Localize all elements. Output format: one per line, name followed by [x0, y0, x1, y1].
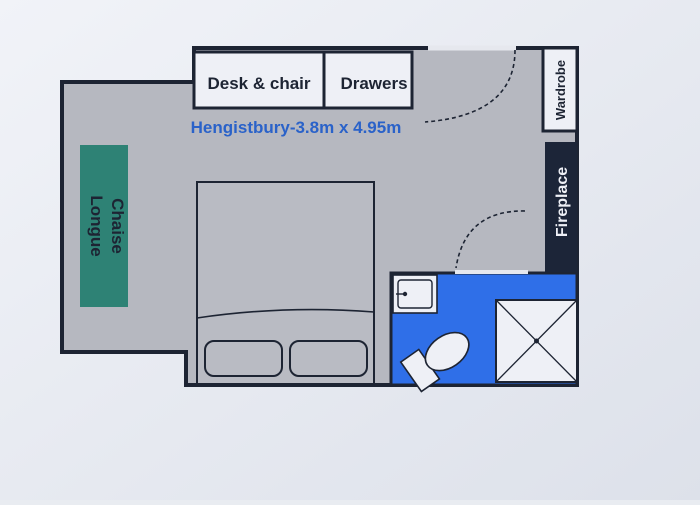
bathroom-door-swing: [455, 210, 526, 269]
sink: [392, 274, 438, 314]
shower: [495, 299, 578, 383]
fireplace-label: Fireplace: [554, 167, 571, 237]
chaise-longue: [80, 145, 128, 307]
drawers-label: Drawers: [340, 74, 407, 93]
pillow-right: [289, 340, 368, 377]
wardrobe-label: Wardrobe: [553, 60, 568, 120]
chaise-label-line2: Longue: [87, 195, 106, 256]
toilet: [399, 331, 470, 393]
entry-door-swing: [424, 49, 516, 123]
fireplace: [545, 142, 577, 272]
bed-sheet-fold: [196, 308, 375, 319]
wardrobe: [541, 46, 579, 133]
desk-and-chair: [192, 50, 326, 110]
bed: [196, 181, 375, 385]
pillow-left: [204, 340, 283, 377]
desk-label: Desk & chair: [208, 74, 311, 93]
plan-title: Hengistbury-3.8m x 4.95m: [191, 118, 402, 137]
chaise-label-line1: Chaise: [108, 198, 127, 254]
drawers: [322, 50, 414, 110]
